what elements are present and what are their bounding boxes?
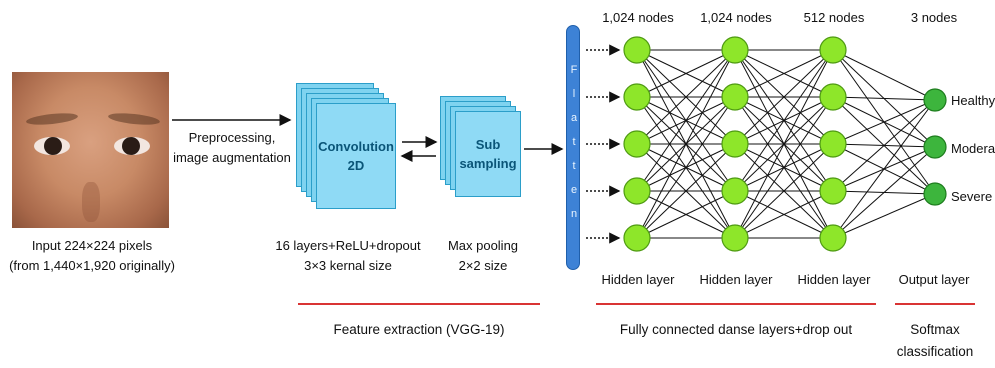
input-caption-line1: Input 224×224 pixels [31, 238, 153, 253]
subsampling-caption-line1: Max pooling [447, 238, 519, 253]
fully-connected-label: Fully connected danse layers+drop out [619, 322, 853, 337]
subsampling-label-line2: sampling [459, 156, 517, 171]
network-edge [636, 49, 736, 239]
network-edge [734, 49, 834, 239]
convolution-box: Convolution 2D [316, 103, 396, 209]
network-edge [832, 96, 936, 101]
layer3-label: Hidden layer [797, 272, 871, 287]
convolution-caption-line1: 16 layers+ReLU+dropout [275, 238, 421, 253]
hidden-node [721, 130, 749, 158]
subsampling-caption-line2: 2×2 size [458, 258, 508, 273]
flatten-letter: F [570, 64, 578, 76]
network-edge [636, 143, 736, 239]
flatten-letter: e [570, 184, 578, 196]
hidden-node [819, 130, 847, 158]
network-edge [734, 49, 834, 145]
network-edge [734, 49, 834, 98]
hidden-node [819, 224, 847, 252]
layer4-nodes-label: 3 nodes [910, 10, 958, 25]
subsampling-label-line1: Sub [475, 136, 501, 152]
hidden-node [623, 83, 651, 111]
network-edge [734, 190, 834, 239]
network-edge [832, 146, 936, 239]
layer2-label: Hidden layer [699, 272, 773, 287]
network-edge [636, 49, 736, 145]
hidden-node [721, 36, 749, 64]
softmax-underline [895, 303, 975, 305]
flatten-bar: F l a t t e n [566, 25, 580, 270]
network-edge [734, 96, 834, 239]
input-caption-line2: (from 1,440×1,920 originally) [9, 258, 175, 273]
layer3-nodes-label: 512 nodes [803, 10, 865, 25]
output-node [923, 182, 947, 206]
flatten-letter: n [570, 208, 578, 220]
output-node [923, 135, 947, 159]
fully-connected-underline [596, 303, 876, 305]
preprocessing-line2: image augmentation [173, 150, 291, 165]
left-eye-icon [34, 137, 70, 155]
network-edge [636, 49, 736, 192]
flatten-letter: t [572, 136, 576, 148]
output-layer-label: Output layer [898, 272, 970, 287]
subsampling-box: Sub sampling [455, 111, 521, 197]
output-class-severe: Severe I [951, 189, 995, 204]
network-edge [832, 99, 936, 145]
softmax-label-line1: Softmax [910, 322, 960, 337]
hidden-node [819, 83, 847, 111]
convolution-label-line1: Convolution [318, 138, 394, 154]
output-class-moderate: Modera [951, 141, 995, 156]
feature-extraction-label: Feature extraction (VGG-19) [333, 322, 505, 337]
feature-extraction-underline [298, 303, 540, 305]
hidden-node [819, 36, 847, 64]
layer1-nodes-label: 1,024 nodes [602, 10, 674, 25]
convolution-label-line2: 2D [347, 158, 365, 173]
hidden-node [721, 177, 749, 205]
network-edge [832, 49, 936, 101]
hidden-node [721, 224, 749, 252]
network-edge [734, 143, 834, 239]
network-edge [636, 96, 736, 239]
right-eye-icon [114, 137, 150, 155]
output-class-healthy: Healthy [951, 93, 995, 108]
hidden-node [721, 83, 749, 111]
network-edge [832, 99, 936, 239]
layer1-label: Hidden layer [601, 272, 675, 287]
flatten-letter: l [572, 88, 576, 100]
preprocessing-line1: Preprocessing, [188, 130, 276, 145]
hidden-node [819, 177, 847, 205]
network-edge [734, 49, 834, 192]
flatten-letter: t [572, 160, 576, 172]
hidden-node [623, 130, 651, 158]
flatten-letter: a [570, 112, 578, 124]
network-edge [832, 99, 936, 192]
input-eye-image [12, 72, 169, 228]
network-edge [636, 190, 736, 239]
output-node [923, 88, 947, 112]
network-edge [636, 49, 736, 98]
hidden-node [623, 36, 651, 64]
hidden-node [623, 224, 651, 252]
hidden-node [623, 177, 651, 205]
layer2-nodes-label: 1,024 nodes [700, 10, 772, 25]
network-edge [832, 193, 936, 239]
softmax-label-line2: classification [896, 344, 974, 359]
convolution-caption-line2: 3×3 kernal size [304, 258, 392, 273]
